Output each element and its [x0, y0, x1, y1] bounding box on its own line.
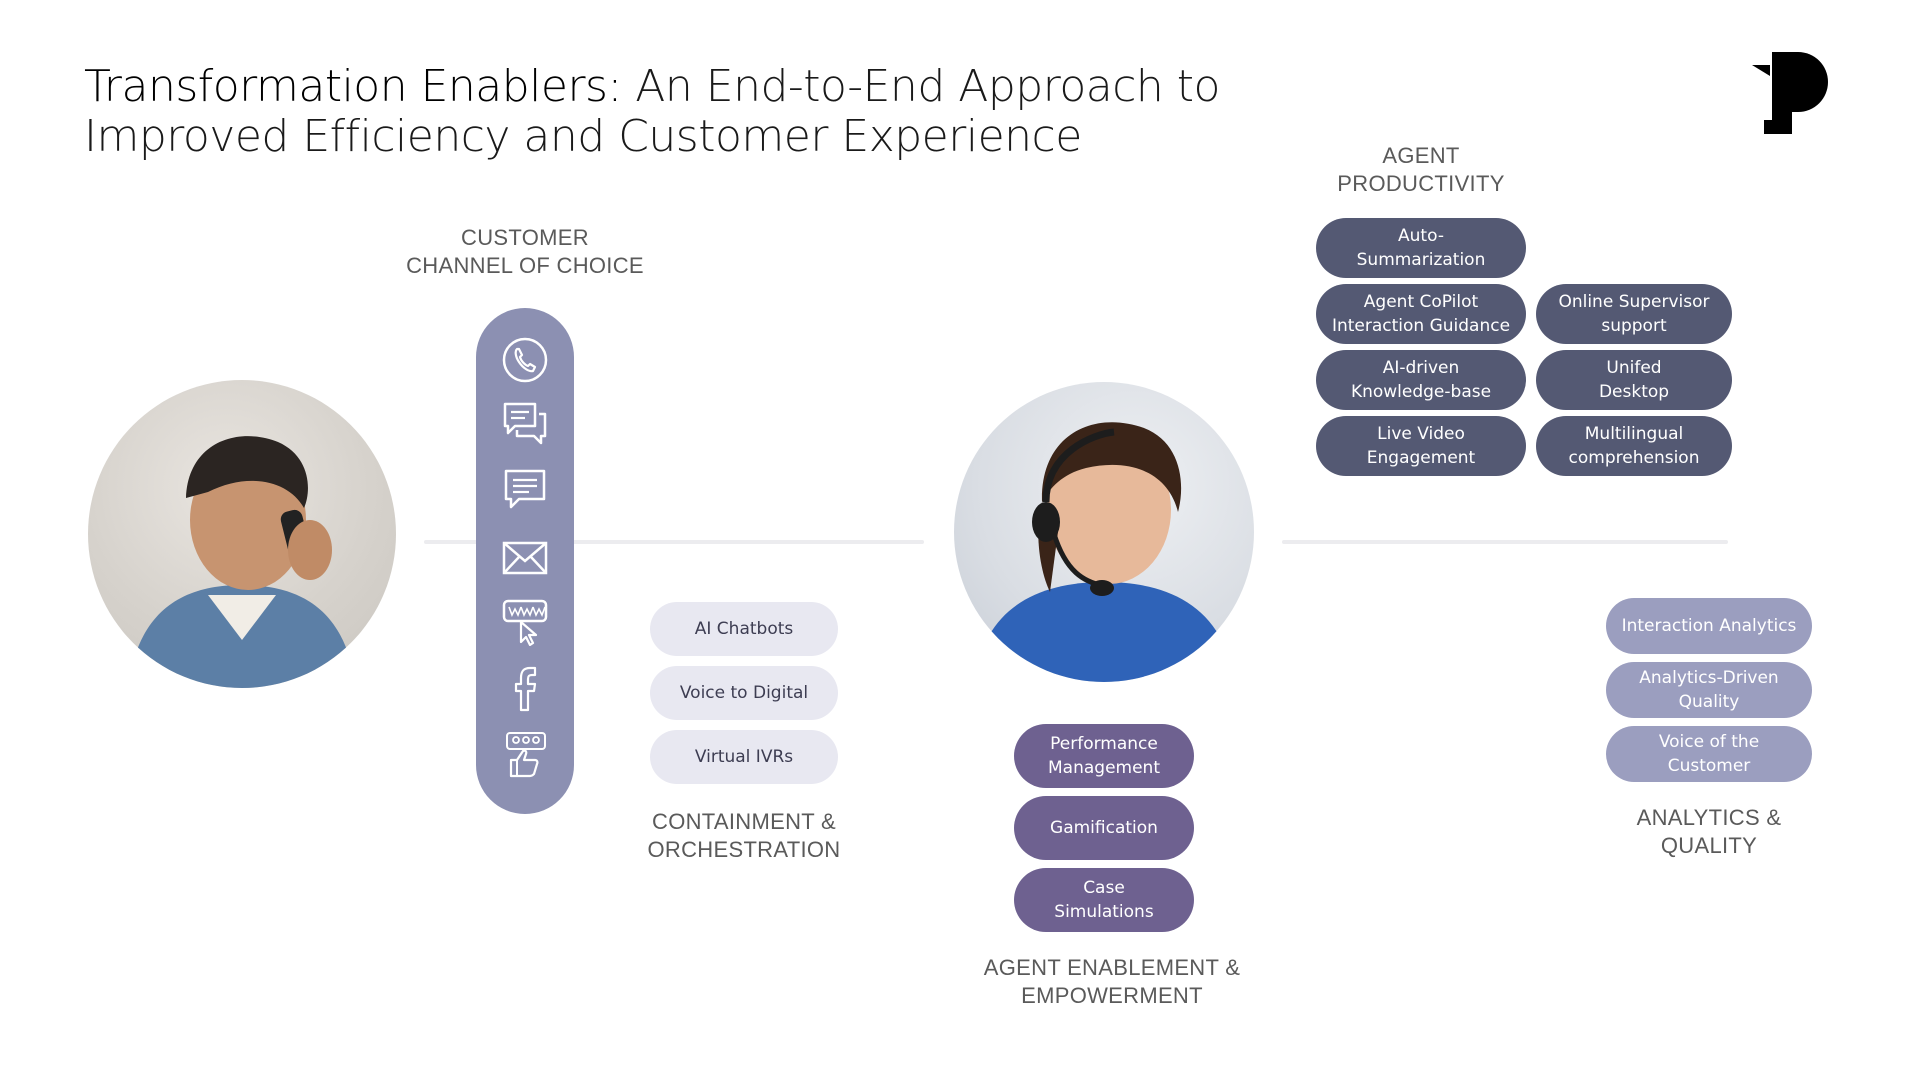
web-cursor-icon[interactable]	[501, 598, 549, 646]
page-title: Transformation Enablers: An End-to-End A…	[84, 62, 1284, 162]
title-bold: Transformation Enablers:	[84, 61, 622, 112]
pill-ai-chatbots: AI Chatbots	[650, 602, 838, 656]
heading-productivity: AGENT PRODUCTIVITY	[1337, 143, 1505, 196]
title-line2: Improved Efficiency and Customer Experie…	[84, 111, 1082, 162]
heading-analytics: ANALYTICS & QUALITY	[1636, 805, 1782, 858]
agent-figure-icon	[974, 422, 1234, 682]
pill-voice-to-digital: Voice to Digital	[650, 666, 838, 720]
email-icon[interactable]	[501, 534, 549, 582]
facebook-icon[interactable]	[501, 664, 549, 712]
pill-virtual-ivrs: Virtual IVRs	[650, 730, 838, 784]
message-icon[interactable]	[501, 466, 549, 514]
title-rest: An End-to-End Approach to	[621, 61, 1220, 112]
heading-enablement: AGENT ENABLEMENT & EMPOWERMENT	[983, 955, 1241, 1008]
chat-bubbles-icon[interactable]	[501, 400, 549, 448]
customer-figure-icon	[128, 436, 356, 688]
phone-icon[interactable]	[501, 336, 549, 384]
brand-logo-icon	[1752, 52, 1828, 134]
customer-photo	[88, 380, 396, 688]
pill-interaction-analytics: Interaction Analytics	[1606, 598, 1812, 654]
connector-line-right	[1282, 540, 1728, 544]
heading-containment: CONTAINMENT & ORCHESTRATION	[647, 809, 841, 862]
social-thumbs-up-icon[interactable]	[501, 730, 549, 778]
heading-customer-channel: CUSTOMER CHANNEL OF CHOICE	[406, 225, 644, 278]
pill-gamification: Gamification	[1014, 796, 1194, 860]
connector-line-left	[424, 540, 924, 544]
pill-auto-summarization: Auto-Summarization	[1316, 218, 1526, 278]
agent-photo	[954, 382, 1254, 682]
